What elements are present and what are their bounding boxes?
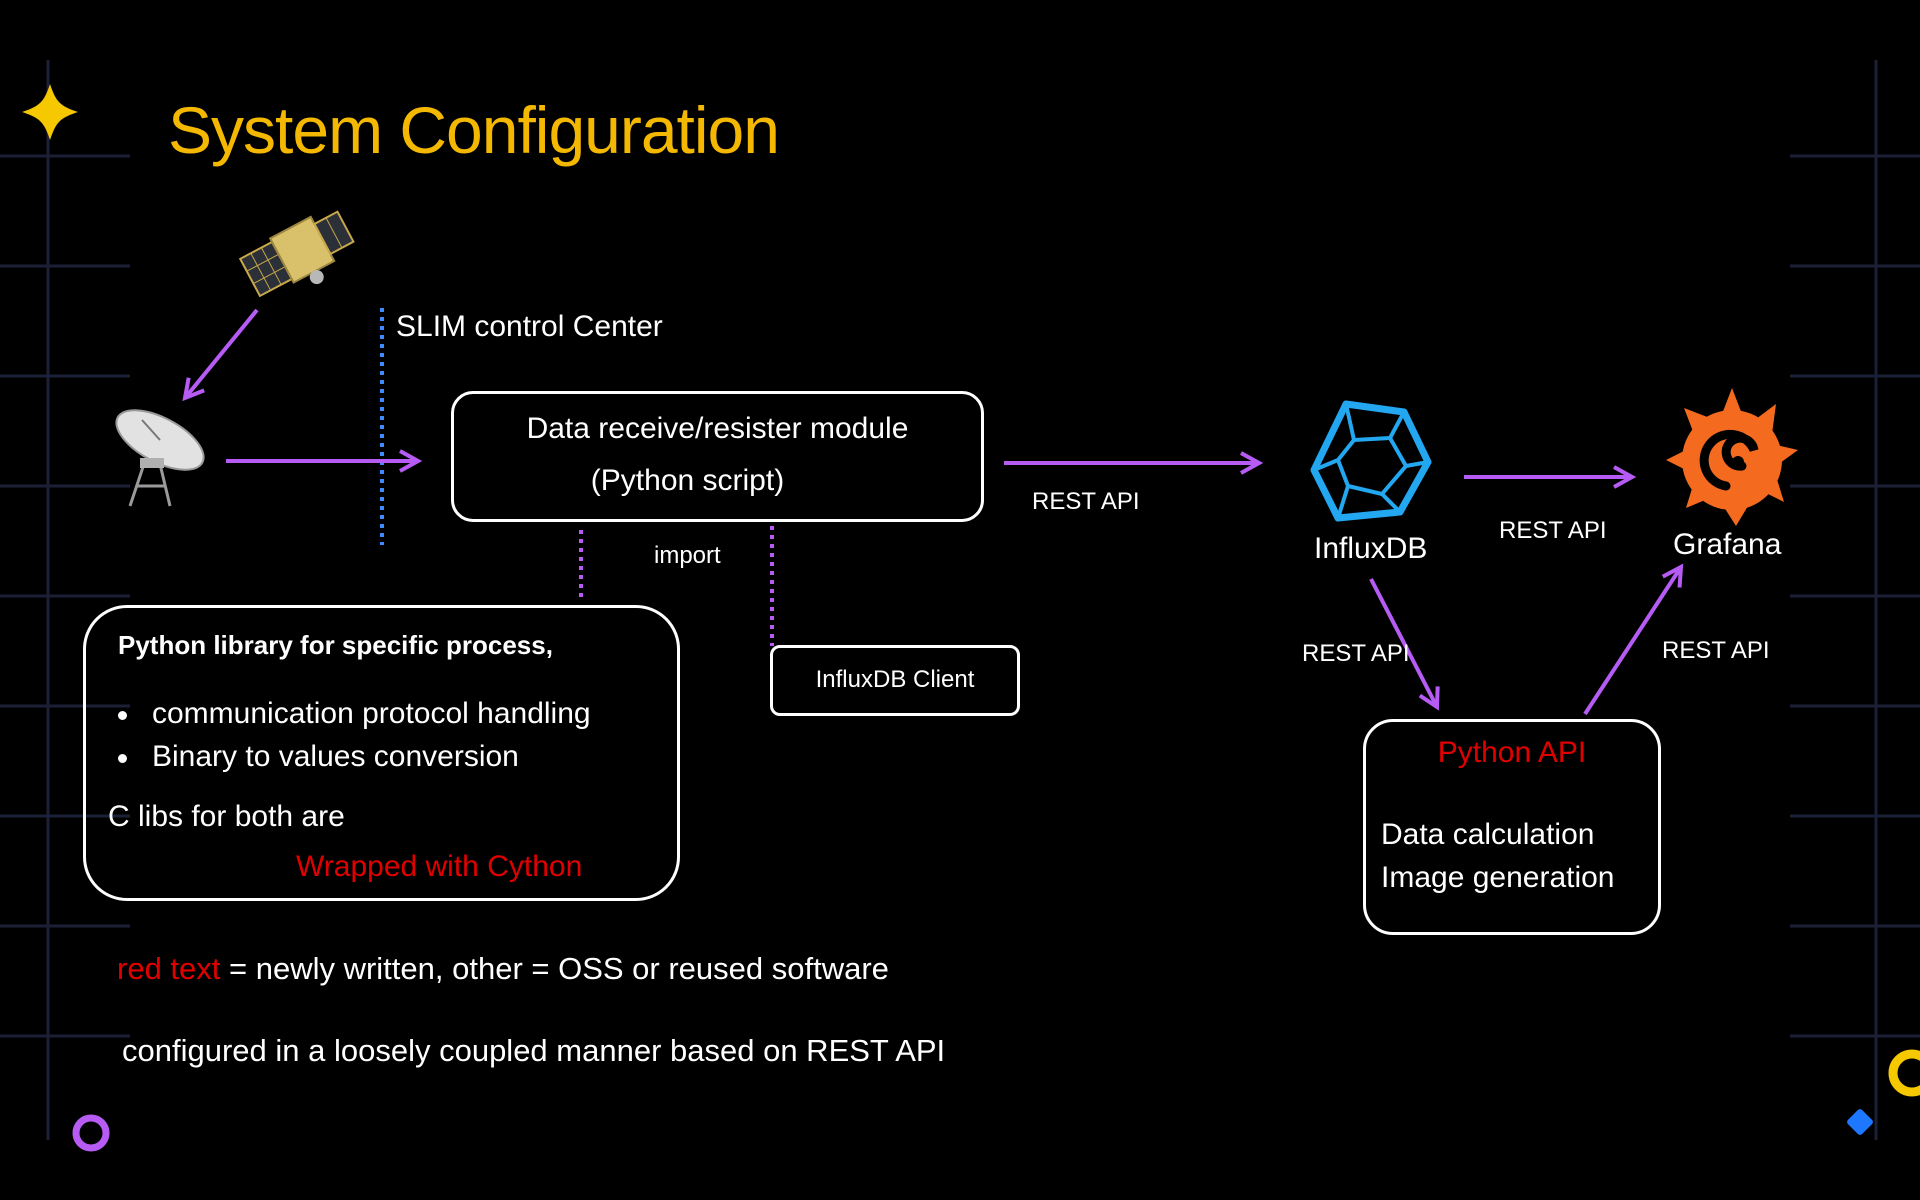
list-item: communication protocol handling [108,692,591,735]
rest-api-label: REST API [1499,517,1607,544]
legend-red-part: red text [117,951,221,986]
legend-rest-part: = newly written, other = OSS or reused s… [220,951,889,986]
python-api-box: Python API Data calculation Image genera… [1363,719,1661,935]
satellite-icon [238,210,355,298]
influxdb-client-box: InfluxDB Client [770,645,1020,716]
rest-api-label: REST API [1032,488,1140,515]
legend-text: red text = newly written, other = OSS or… [117,951,889,987]
python-library-heading: Python library for specific process, [118,630,553,660]
influxdb-logo-icon [1310,400,1432,522]
list-item: Binary to values conversion [108,735,591,778]
rest-api-label: REST API [1662,637,1770,664]
arrow-python-api-to-grafana [1583,567,1681,716]
python-library-list: communication protocol handling Binary t… [108,692,591,778]
ring-decoration [1888,1049,1920,1097]
cython-text: Wrapped with Cython [296,850,583,883]
python-api-line2: Image generation [1381,861,1615,894]
c-libs-text: C libs for both are [108,800,345,833]
antenna-icon [115,409,205,507]
data-module-subtitle: (Python script) [590,464,785,497]
python-api-title: Python API [1437,736,1587,769]
data-receive-module-box: Data receive/resister module (Python scr… [451,391,984,522]
python-api-line1: Data calculation [1381,818,1595,851]
ring-decoration [72,1114,110,1152]
import-label: import [654,542,721,569]
page-title: System Configuration [168,93,780,167]
arrow-satellite-to-antenna [185,308,259,398]
influxdb-label: InfluxDB [1314,532,1428,565]
control-center-label: SLIM control Center [396,310,663,343]
rest-api-label: REST API [1302,640,1410,667]
footer-text: configured in a loosely coupled manner b… [122,1033,946,1068]
influxdb-client-label: InfluxDB Client [815,666,975,693]
diamond-decoration [1847,1109,1873,1135]
arrow-influxdb-to-python-api [1369,578,1437,707]
grafana-label: Grafana [1673,528,1782,561]
python-library-box: Python library for specific process, com… [83,605,680,901]
data-module-title: Data receive/resister module [526,412,909,445]
grafana-logo-icon [1666,388,1798,526]
sparkle-icon [22,84,78,140]
